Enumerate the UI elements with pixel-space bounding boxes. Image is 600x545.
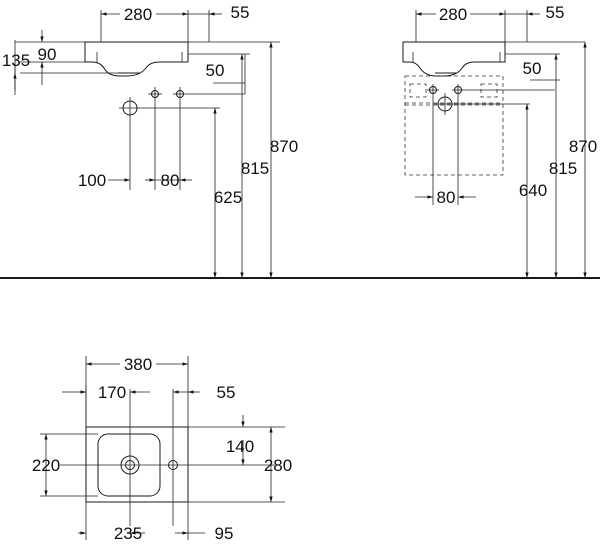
dim-625-left: 625 bbox=[214, 188, 242, 207]
cabinet-outline bbox=[404, 75, 504, 176]
dim-55-left: 55 bbox=[231, 3, 250, 22]
dim-170-top: 170 bbox=[98, 383, 126, 402]
dim-280-top: 280 bbox=[264, 456, 292, 475]
dim-55-right: 55 bbox=[546, 3, 565, 22]
dim-100-left: 100 bbox=[78, 171, 106, 190]
top-view: 380 170 55 140 280 220 235 95 bbox=[32, 355, 292, 543]
dim-870-left: 870 bbox=[270, 137, 298, 156]
side-view-right: 280 55 50 80 640 815 870 bbox=[402, 3, 597, 278]
dim-140-top: 140 bbox=[226, 437, 254, 456]
basin-outline-left bbox=[84, 41, 189, 77]
dim-280-left: 280 bbox=[124, 5, 152, 24]
basin-outline-right bbox=[402, 41, 506, 77]
dim-870-right: 870 bbox=[569, 137, 597, 156]
dim-90-left: 90 bbox=[38, 45, 57, 64]
dim-220-top: 220 bbox=[32, 456, 60, 475]
dim-135-left: 135 bbox=[2, 51, 30, 70]
dim-815-left: 815 bbox=[241, 159, 269, 178]
dim-280-right: 280 bbox=[439, 5, 467, 24]
dim-50-left: 50 bbox=[206, 61, 225, 80]
dim-55-top: 55 bbox=[217, 383, 236, 402]
dim-80-right: 80 bbox=[437, 188, 456, 207]
dim-50-right: 50 bbox=[523, 59, 542, 78]
dim-380-top: 380 bbox=[124, 355, 152, 374]
dim-815-right: 815 bbox=[549, 159, 577, 178]
dim-235-top: 235 bbox=[114, 524, 142, 543]
dim-80-left: 80 bbox=[161, 171, 180, 190]
basin-top-outline bbox=[85, 426, 189, 503]
dim-95-top: 95 bbox=[215, 524, 234, 543]
side-view-left: 280 55 135 90 50 bbox=[2, 3, 298, 278]
dim-640-right: 640 bbox=[519, 181, 547, 200]
